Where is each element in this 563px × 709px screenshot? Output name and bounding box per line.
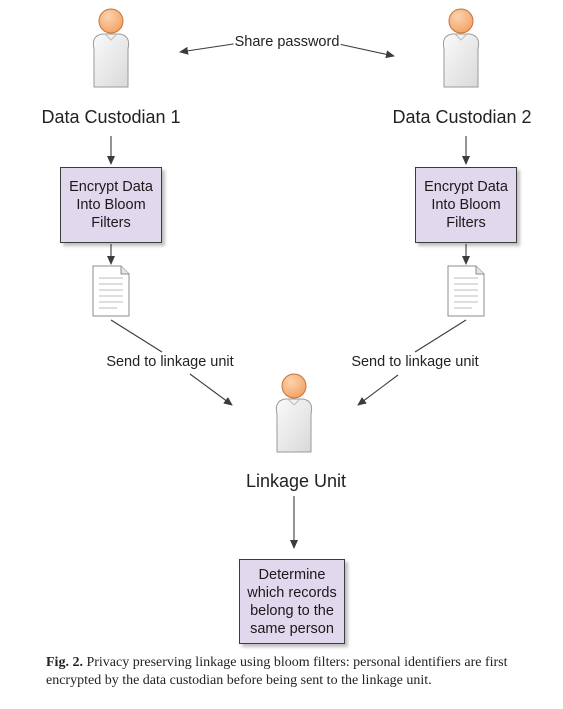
custodian-1-label: Data Custodian 1 xyxy=(41,107,181,127)
arrow-document2-to-linkage xyxy=(357,374,399,406)
linkage-unit-label: Linkage Unit xyxy=(245,471,347,491)
document-icon-right xyxy=(447,265,485,317)
figure-caption: Fig. 2. Privacy preserving linkage using… xyxy=(46,654,546,690)
caption-text: Privacy preserving linkage using bloom f… xyxy=(46,655,508,688)
share-password-arrow-left xyxy=(179,42,241,55)
encrypt-box-1: Encrypt Data Into Bloom Filters xyxy=(60,167,162,243)
custodian-2-label: Data Custodian 2 xyxy=(392,107,532,127)
send-to-linkage-label-left: Send to linkage unit xyxy=(106,354,234,370)
person-icon-linkage-unit xyxy=(275,373,313,453)
caption-label: Fig. 2. xyxy=(46,655,83,670)
arrow-document2-segment xyxy=(414,319,467,353)
document-icon-left xyxy=(92,265,130,317)
encrypt-box-2: Encrypt Data Into Bloom Filters xyxy=(415,167,517,243)
arrow-document1-segment xyxy=(110,319,163,353)
person-icon-custodian-2 xyxy=(442,8,480,88)
determine-box: Determine which records belong to the sa… xyxy=(239,559,345,644)
share-password-label: Share password xyxy=(233,34,341,50)
arrow-document1-to-linkage xyxy=(189,373,233,406)
person-icon-custodian-1 xyxy=(92,8,130,88)
share-password-arrow-right xyxy=(333,42,395,59)
send-to-linkage-label-right: Send to linkage unit xyxy=(351,354,479,370)
